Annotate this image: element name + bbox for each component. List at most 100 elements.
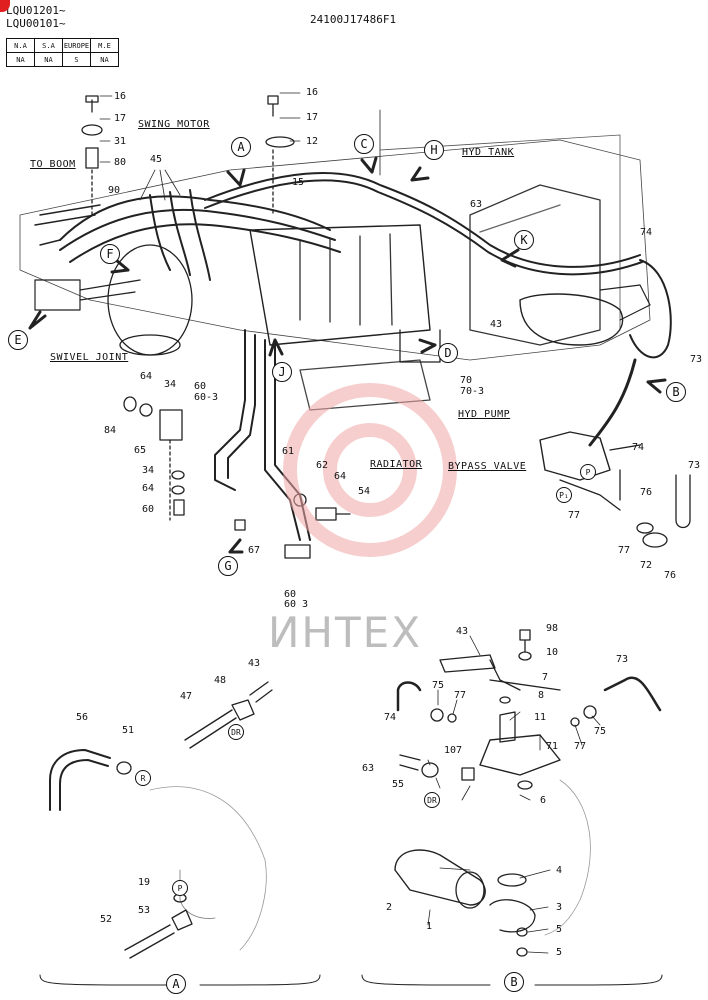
part-number: 63: [362, 763, 375, 774]
callout-dr-b: DR: [424, 792, 440, 808]
part-number: 12: [306, 136, 319, 147]
part-number: 73: [616, 654, 629, 665]
part-number: 52: [100, 914, 113, 925]
part-number: 47: [180, 691, 193, 702]
part-number: 5: [556, 947, 563, 958]
part-number: 64: [334, 471, 347, 482]
callout-p-a: P: [172, 880, 188, 896]
market-table: N.A S.A EUROPE M.E NA NA S NA: [6, 38, 119, 67]
callout-f: F: [100, 244, 120, 264]
red-marker-icon: [0, 0, 10, 12]
part-number: 34: [164, 379, 177, 390]
drawing-number: 24100J17486F1: [310, 13, 397, 26]
part-number: 71: [546, 741, 559, 752]
part-number: 70-3: [460, 386, 485, 397]
part-number: 31: [114, 136, 127, 147]
callout-d: D: [438, 343, 458, 363]
part-number: 34: [142, 465, 155, 476]
part-number: 4: [556, 865, 563, 876]
callout-r: R: [135, 770, 151, 786]
part-number: 74: [640, 227, 653, 238]
serial-range-1: LQU01201~: [6, 4, 66, 17]
part-number: 63: [470, 199, 483, 210]
part-number: 2: [386, 902, 393, 913]
part-number: 3: [556, 902, 563, 913]
part-number: 77: [574, 741, 587, 752]
part-number: 1: [426, 921, 433, 932]
callout-b: B: [666, 382, 686, 402]
callout-c: C: [354, 134, 374, 154]
part-number: 15: [292, 177, 305, 188]
part-number: 67: [248, 545, 261, 556]
part-number: 43: [490, 319, 503, 330]
part-number: 98: [546, 623, 559, 634]
part-number: 77: [454, 690, 467, 701]
part-number: 43: [456, 626, 469, 637]
part-number: 64: [142, 483, 155, 494]
part-number: 8: [538, 690, 545, 701]
part-number: 45: [150, 154, 163, 165]
part-number: 60 3: [284, 599, 309, 610]
callout-g: G: [218, 556, 238, 576]
part-number: 54: [358, 486, 371, 497]
callout-h: H: [424, 140, 444, 160]
part-number: 5: [556, 924, 563, 935]
market-value: NA: [34, 52, 63, 67]
part-number: 19: [138, 877, 151, 888]
part-number: 76: [640, 487, 653, 498]
part-number: 72: [640, 560, 653, 571]
part-number: 16: [306, 87, 319, 98]
part-number: 17: [114, 113, 127, 124]
part-number: 43: [248, 658, 261, 669]
part-number: 65: [134, 445, 147, 456]
part-number: 60: [194, 381, 207, 392]
part-number: 48: [214, 675, 227, 686]
part-number: 60: [142, 504, 155, 515]
part-number: 80: [114, 157, 127, 168]
part-number: 73: [688, 460, 701, 471]
serial-range-2: LQU00101~: [6, 17, 66, 30]
part-number: 76: [664, 570, 677, 581]
view-label-a: A: [166, 974, 186, 994]
part-number: 61: [282, 446, 295, 457]
market-value: NA: [6, 52, 35, 67]
label-swing-motor: SWING MOTOR: [138, 119, 210, 130]
callout-a: A: [231, 137, 251, 157]
part-number: 74: [632, 442, 645, 453]
label-hyd-pump: HYD PUMP: [458, 409, 511, 420]
callout-p1: P₁: [556, 487, 572, 503]
part-number: 77: [568, 510, 581, 521]
callout-dr-a: DR: [228, 724, 244, 740]
callout-j: J: [272, 362, 292, 382]
part-number: 60: [284, 589, 297, 600]
part-number: 17: [306, 112, 319, 123]
part-number: 70: [460, 375, 473, 386]
part-number: 75: [432, 680, 445, 691]
watermark-text: ИНТЕХ: [268, 608, 422, 657]
callout-e: E: [8, 330, 28, 350]
part-number: 62: [316, 460, 329, 471]
part-number: 73: [690, 354, 703, 365]
callout-k: K: [514, 230, 534, 250]
part-number: 64: [140, 371, 153, 382]
part-number: 6: [540, 795, 547, 806]
part-number: 56: [76, 712, 89, 723]
part-number: 74: [384, 712, 397, 723]
part-number: 77: [618, 545, 631, 556]
label-radiator: RADIATOR: [370, 459, 423, 470]
label-swivel-joint: SWIVEL JOINT: [50, 352, 129, 363]
label-bypass-valve: BYPASS VALVE: [448, 461, 527, 472]
part-number: 51: [122, 725, 135, 736]
label-to-boom: TO BOOM: [30, 159, 76, 170]
part-number: 55: [392, 779, 405, 790]
market-value: NA: [90, 52, 119, 67]
part-number: 10: [546, 647, 559, 658]
part-number: 7: [542, 672, 549, 683]
label-hyd-tank: HYD TANK: [462, 147, 515, 158]
part-number: 60-3: [194, 392, 219, 403]
part-number: 90: [108, 185, 121, 196]
part-number: 107: [444, 745, 463, 756]
part-number: 11: [534, 712, 547, 723]
